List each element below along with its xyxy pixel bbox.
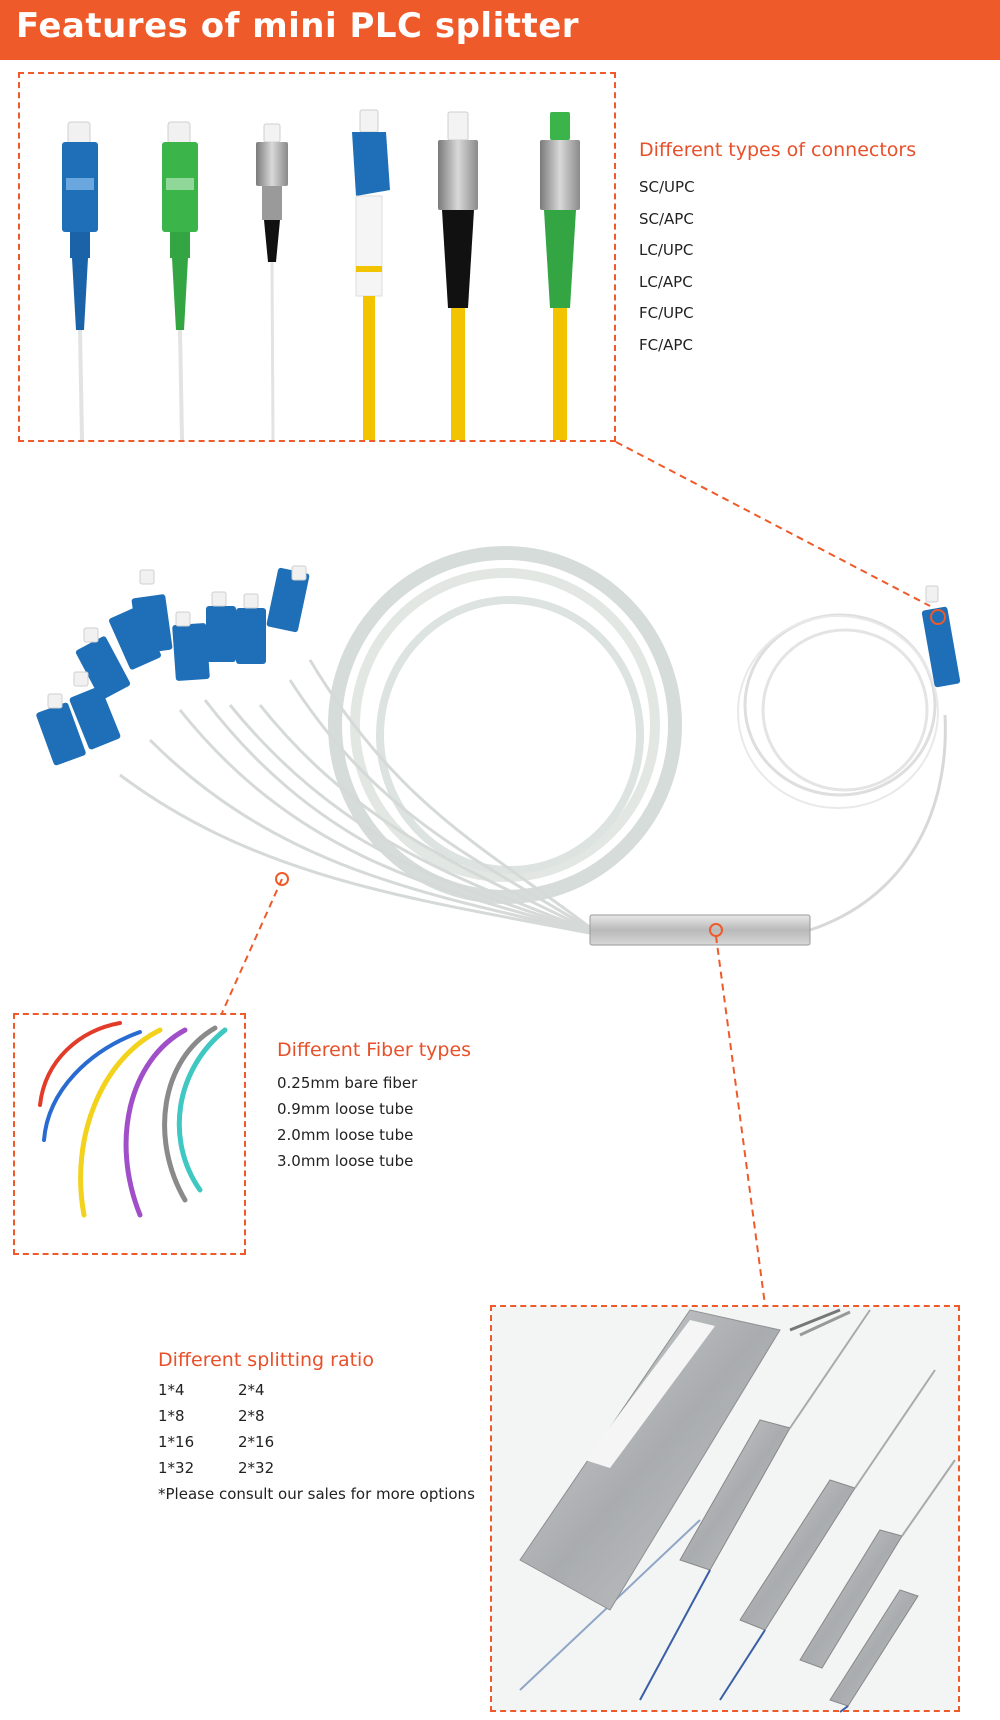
connector-item: LC/UPC (639, 241, 694, 259)
ratio-1xn: 1*16 (158, 1433, 195, 1451)
ratio-1xn: 1*4 (158, 1381, 185, 1399)
ratio-2xn: 2*32 (238, 1459, 275, 1477)
fiber-item: 0.25mm bare fiber (277, 1074, 418, 1092)
fc-small-connector-image (256, 123, 288, 441)
ratio-2xn: 2*16 (238, 1433, 275, 1451)
fiber-item: 3.0mm loose tube (277, 1152, 414, 1170)
fc-upc-connector-image (438, 111, 478, 440)
ratio-1xn: 1*8 (158, 1407, 185, 1425)
ratio-row: 1*32 2*32 (158, 1455, 475, 1481)
ratio-table: 1*4 2*4 1*8 2*8 1*16 2*16 1*32 2*32 *Please … (158, 1377, 475, 1507)
connector-item: LC/APC (639, 272, 693, 291)
fiber-item: 0.9mm loose tube (277, 1100, 414, 1118)
plc-splitter-image (36, 546, 961, 946)
fiber-item: 2.0mm loose tube (277, 1126, 414, 1144)
fc-apc-connector-image (540, 112, 580, 440)
ratio-2xn: 2*4 (238, 1381, 265, 1399)
connectors-image-box (18, 72, 616, 442)
splitter-modules-box (490, 1305, 960, 1712)
connector-item: SC/APC (639, 209, 694, 228)
sc-upc-connector-image (62, 121, 98, 441)
lc-connector-image (352, 109, 390, 440)
connector-item: SC/UPC (639, 178, 695, 196)
fiber-types-list: 0.25mm bare fiber 0.9mm loose tube 2.0mm… (277, 1070, 417, 1174)
ratio-heading: Different splitting ratio (158, 1349, 374, 1371)
ratio-row: 1*4 2*4 (158, 1377, 475, 1403)
ratio-row: 1*8 2*8 (158, 1403, 475, 1429)
connectors-list: SC/UPC SC/APC LC/UPC LC/APC FC/UPC FC/AP… (639, 172, 695, 361)
fiber-types-heading: Different Fiber types (277, 1039, 472, 1061)
ratio-1xn: 1*32 (158, 1459, 195, 1477)
connectors-heading: Different types of connectors (639, 139, 917, 161)
ratio-row: 1*16 2*16 (158, 1429, 475, 1455)
splitter-modules-image (492, 1307, 958, 1713)
connector-item: FC/APC (639, 335, 693, 354)
fiber-types-image (38, 1021, 228, 1218)
fiber-types-box (13, 1013, 246, 1255)
ratio-2xn: 2*8 (238, 1407, 265, 1425)
page-title: Features of mini PLC splitter (16, 6, 580, 46)
sc-apc-connector-image (162, 121, 198, 441)
connector-item: FC/UPC (639, 304, 694, 322)
ratio-note: *Please consult our sales for more optio… (158, 1485, 475, 1503)
title-banner: Features of mini PLC splitter (0, 0, 1000, 60)
